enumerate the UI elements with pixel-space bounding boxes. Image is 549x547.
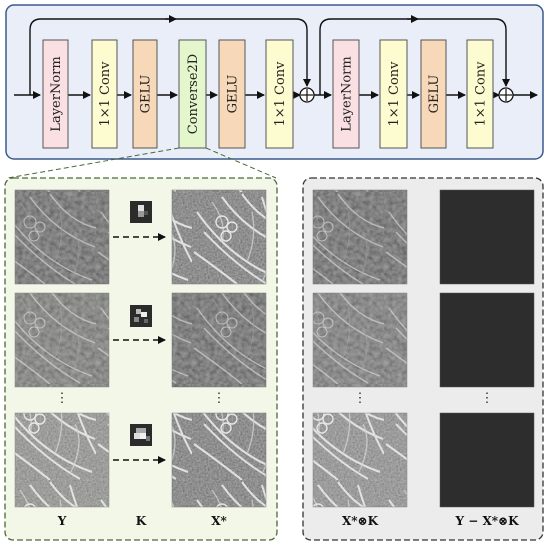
block-label: 1×1 Conv (474, 61, 489, 127)
add-node-2 (498, 87, 514, 103)
block-label: LayerNorm (340, 56, 355, 131)
block-label: 1×1 Conv (98, 61, 113, 127)
label-k: K (136, 514, 147, 528)
kernel-1 (130, 201, 152, 223)
block-label: GELU (226, 75, 241, 114)
feature-map-y-1 (14, 189, 110, 285)
feature-map-y-3 (14, 412, 110, 508)
zoom-line-right (205, 147, 277, 179)
block-label: 1×1 Conv (273, 61, 288, 127)
residual-map-1 (439, 189, 535, 285)
block-gelu-3: GELU (420, 39, 447, 149)
kernel-3 (130, 424, 152, 446)
feature-map-xstar-1 (171, 189, 267, 285)
ellipsis: ⋮ (481, 391, 494, 406)
ellipsis: ⋮ (354, 391, 367, 406)
block-conv-3: 1×1 Conv (379, 39, 408, 149)
block-conv-4: 1×1 Conv (466, 39, 494, 149)
label-xstar: X* (211, 514, 227, 528)
add-node-1 (299, 87, 315, 103)
block-label: 1×1 Conv (387, 61, 402, 127)
label-residual: Y − X*⊗K (454, 514, 519, 528)
block-gelu-2: GELU (218, 39, 246, 149)
feature-map-xstar-2 (171, 292, 267, 388)
feature-map-y-2 (14, 292, 110, 388)
label-xstar-conv-k: X*⊗K (342, 514, 379, 528)
feature-map-reconv-3 (312, 412, 408, 508)
residual-map-2 (439, 292, 535, 388)
block-label: Converse2D (186, 54, 201, 134)
feature-map-xstar-3 (171, 412, 267, 508)
block-label: LayerNorm (49, 56, 64, 131)
ellipsis: ⋮ (213, 391, 226, 406)
block-gelu-1: GELU (132, 39, 158, 149)
block-layernorm-1: LayerNorm (42, 39, 69, 149)
feature-map-reconv-1 (312, 189, 408, 285)
block-layernorm-2: LayerNorm (332, 39, 360, 149)
block-conv-2: 1×1 Conv (265, 39, 294, 149)
kernel-2 (130, 305, 152, 327)
label-y: Y (57, 514, 67, 528)
block-converse2d: Converse2D (178, 39, 207, 149)
ellipsis: ⋮ (56, 391, 69, 406)
block-label: GELU (139, 75, 154, 114)
zoom-line-left (7, 147, 180, 179)
block-conv-1: 1×1 Conv (91, 39, 118, 149)
residual-map-3 (439, 412, 535, 508)
block-label: GELU (427, 75, 442, 114)
feature-map-reconv-2 (312, 292, 408, 388)
